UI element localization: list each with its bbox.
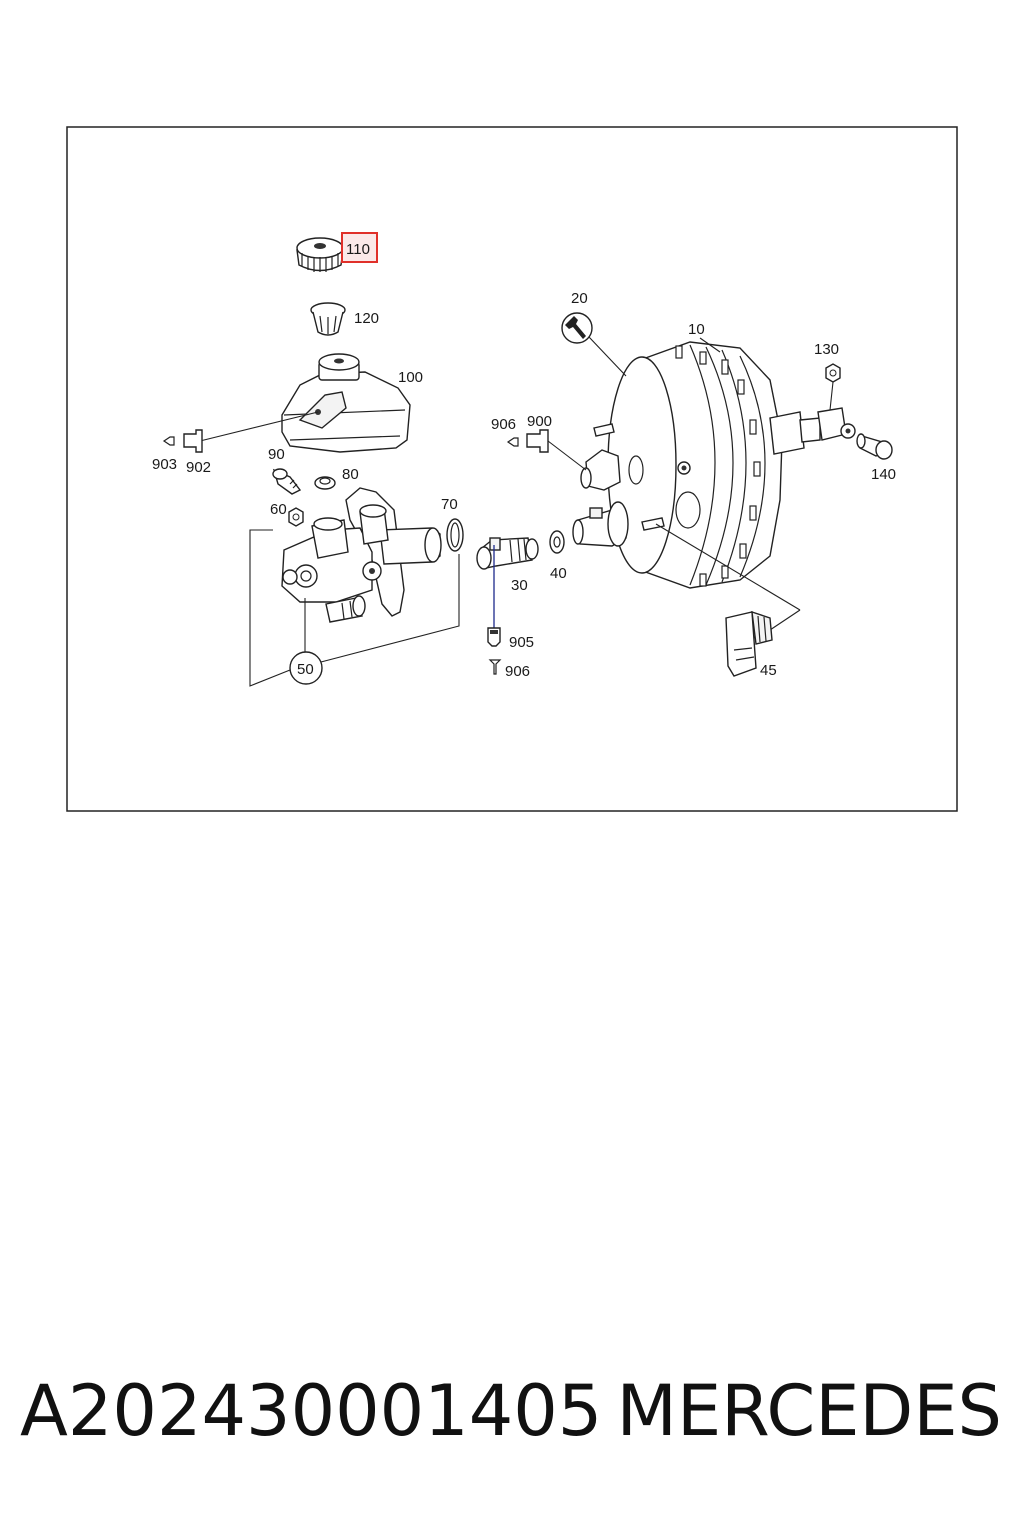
callout-circle-50 [289,651,323,685]
nut-60[interactable] [288,507,304,527]
plug-903[interactable] [162,436,175,446]
label-80: 80 [342,466,359,483]
strainer-120[interactable] [310,302,346,336]
connector-902[interactable] [183,429,203,453]
diagram-frame [66,126,958,812]
label-70: 70 [441,496,458,513]
reservoir-cap-110[interactable] [296,237,344,272]
label-100: 100 [398,369,423,386]
sensor-30[interactable] [476,537,539,570]
seal-80[interactable] [314,476,336,490]
caption-bar: A202430001405 MERCEDES [0,1370,1024,1480]
parts-diagram: 110 120 100 903 902 90 80 [66,126,958,812]
label-906-top: 906 [491,416,516,433]
reservoir-100[interactable] [281,353,411,453]
label-905: 905 [509,634,534,651]
label-90: 90 [268,446,285,463]
highlight-box-110 [341,232,378,263]
sensor-45[interactable] [725,610,773,677]
nut-130[interactable] [825,363,841,383]
label-906-bottom: 906 [505,663,530,680]
label-50: 50 [297,661,314,678]
label-903: 903 [152,456,177,473]
pin-90[interactable] [272,468,302,495]
label-10: 10 [688,321,705,338]
screw-906-bottom[interactable] [488,659,502,675]
master-cylinder[interactable] [281,487,442,623]
connector-900[interactable] [526,429,549,453]
brand-name: MERCEDES [616,1370,1002,1452]
pin-140[interactable] [856,433,893,460]
label-902: 902 [186,459,211,476]
label-130: 130 [814,341,839,358]
wrench-symbol-20 [561,312,593,344]
washer-40[interactable] [549,530,565,554]
brake-booster-10[interactable] [572,341,856,589]
label-45: 45 [760,662,777,679]
label-60: 60 [270,501,287,518]
label-20: 20 [571,290,588,307]
label-30: 30 [511,577,528,594]
label-110: 110 [346,241,370,258]
o-ring-70[interactable] [446,518,464,552]
label-900: 900 [527,413,552,430]
label-40: 40 [550,565,567,582]
label-120: 120 [354,310,379,327]
screw-906-top[interactable] [506,437,519,447]
connector-905[interactable] [487,627,501,647]
label-140: 140 [871,466,896,483]
part-number: A202430001405 [20,1370,603,1452]
